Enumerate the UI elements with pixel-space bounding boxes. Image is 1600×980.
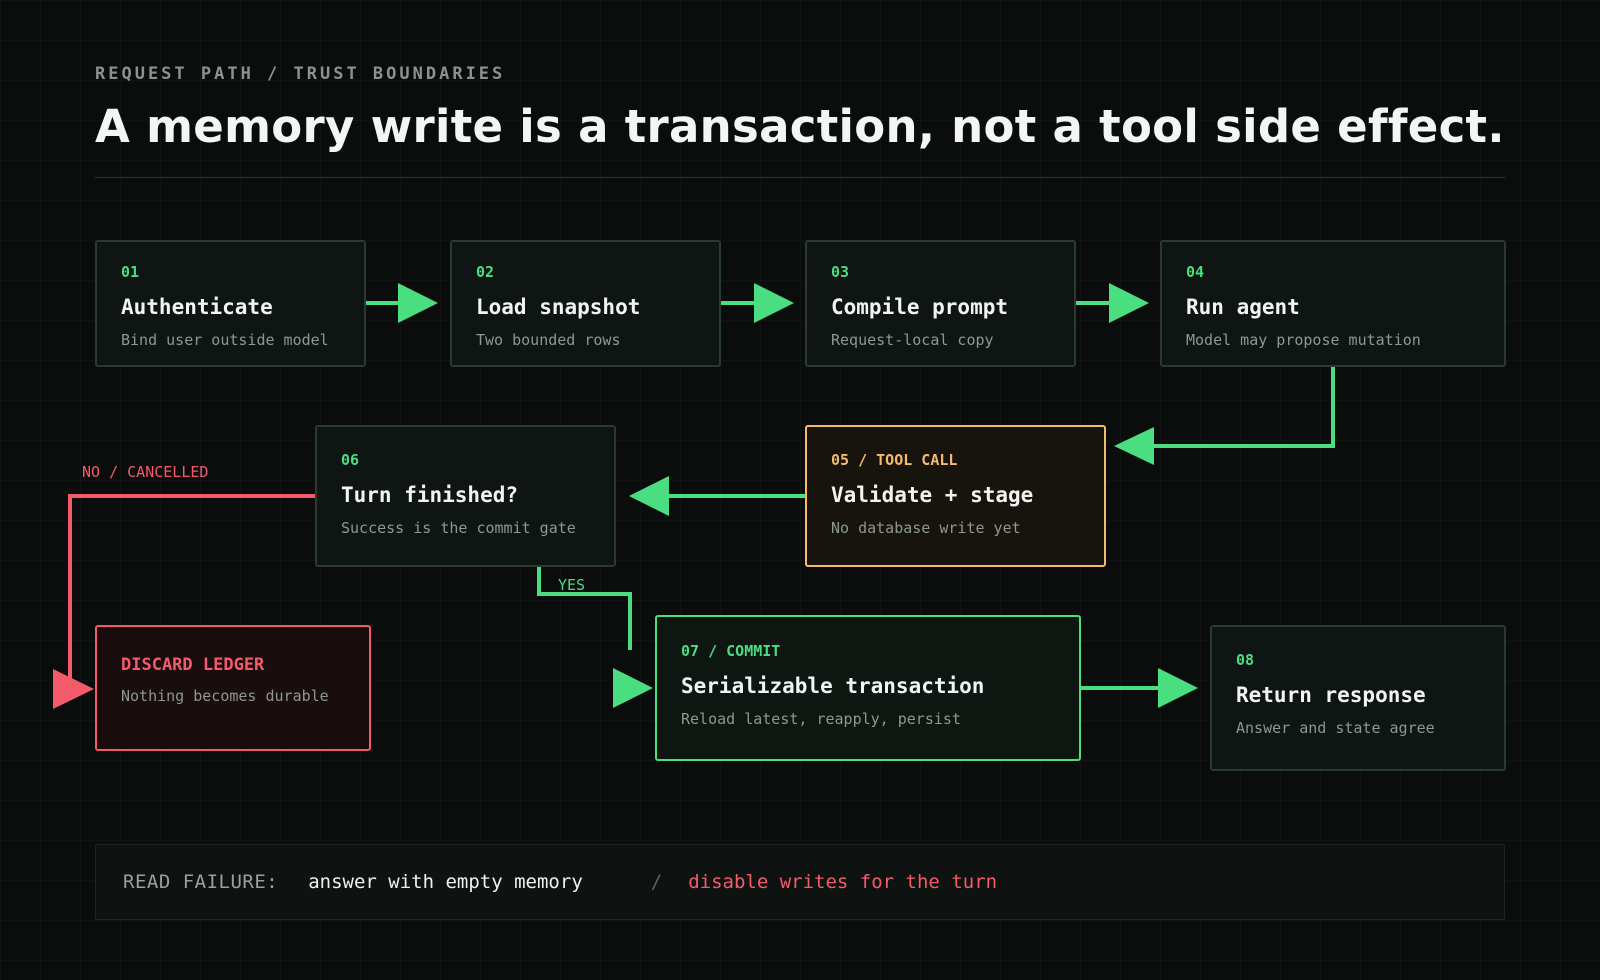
edge-06-discard	[68, 494, 315, 678]
node-number: 05 / TOOL CALL	[831, 451, 958, 469]
edge-04-05	[1149, 366, 1335, 448]
node-title: Return response	[1236, 683, 1426, 707]
arrowhead-04-05	[1114, 427, 1154, 465]
node-number: 02	[476, 263, 495, 281]
node-title: DISCARD LEDGER	[121, 655, 265, 675]
arrowhead-07-08	[1158, 668, 1198, 708]
page-title: A memory write is a transaction, not a t…	[95, 100, 1505, 153]
node-subtitle: Request-local copy	[831, 331, 994, 349]
arrowhead-03-04	[1109, 283, 1149, 323]
node-subtitle: Model may propose mutation	[1186, 331, 1421, 349]
node-subtitle: Bind user outside model	[121, 331, 329, 349]
node-compile-prompt: 03 Compile prompt Request-local copy	[805, 240, 1076, 367]
eyebrow-label: REQUEST PATH / TRUST BOUNDARIES	[95, 64, 506, 84]
node-return-response: 08 Return response Answer and state agre…	[1210, 625, 1506, 771]
node-turn-finished: 06 Turn finished? Success is the commit …	[315, 425, 616, 567]
node-load-snapshot: 02 Load snapshot Two bounded rows	[450, 240, 721, 367]
edge-label-cancelled: NO / CANCELLED	[82, 463, 209, 481]
title-divider	[95, 177, 1505, 178]
node-subtitle: Nothing becomes durable	[121, 687, 329, 705]
arrowhead-01-02	[398, 283, 438, 323]
read-failure-label: READ FAILURE:	[123, 871, 279, 893]
node-number: 04	[1186, 263, 1205, 281]
node-run-agent: 04 Run agent Model may propose mutation	[1160, 240, 1506, 367]
node-number: 03	[831, 263, 850, 281]
node-discard-ledger: DISCARD LEDGER Nothing becomes durable	[95, 625, 371, 751]
node-number: 01	[121, 263, 140, 281]
node-subtitle: Two bounded rows	[476, 331, 621, 349]
read-failure-banner: READ FAILURE: answer with empty memory /…	[95, 844, 1505, 920]
node-title: Validate + stage	[831, 483, 1034, 507]
node-number: 07 / COMMIT	[681, 642, 781, 660]
node-subtitle: Answer and state agree	[1236, 719, 1435, 737]
read-failure-separator: /	[650, 871, 663, 893]
arrowhead-06-07	[613, 668, 653, 708]
read-failure-primary: answer with empty memory	[308, 871, 583, 893]
node-subtitle: Success is the commit gate	[341, 519, 576, 537]
node-title: Load snapshot	[476, 295, 641, 319]
arrowhead-02-03	[754, 283, 794, 323]
node-tool-call: 05 / TOOL CALL Validate + stage No datab…	[805, 425, 1106, 567]
node-subtitle: No database write yet	[831, 519, 1021, 537]
node-title: Authenticate	[121, 295, 273, 319]
node-authenticate: 01 Authenticate Bind user outside model	[95, 240, 366, 367]
node-title: Compile prompt	[831, 295, 1009, 319]
node-title: Turn finished?	[341, 483, 519, 507]
read-failure-alternative: disable writes for the turn	[688, 871, 998, 893]
edge-label-yes: YES	[558, 576, 586, 594]
node-title: Serializable transaction	[681, 674, 985, 698]
arrowhead-05-06	[629, 476, 669, 516]
node-title: Run agent	[1186, 295, 1300, 319]
node-subtitle: Reload latest, reapply, persist	[681, 710, 961, 728]
arrowhead-06-discard	[53, 669, 94, 709]
node-number: 06	[341, 451, 360, 469]
edge-06-07	[537, 567, 632, 650]
node-commit: 07 / COMMIT Serializable transaction Rel…	[655, 615, 1081, 761]
node-number: 08	[1236, 651, 1255, 669]
